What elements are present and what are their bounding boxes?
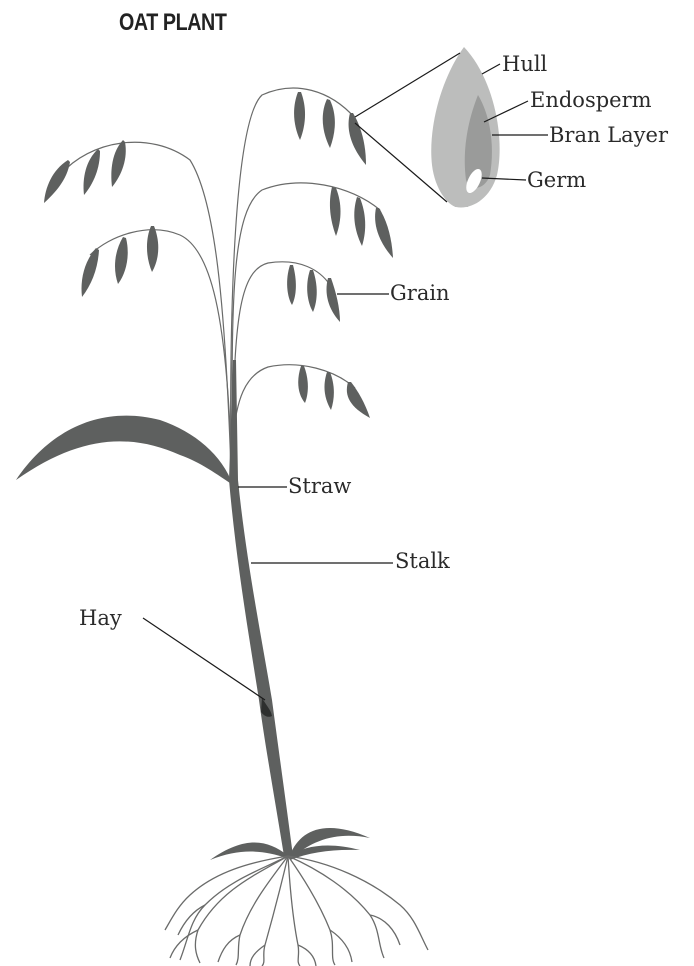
label-endosperm: Endosperm <box>530 90 652 111</box>
label-bran-layer: Bran Layer <box>549 125 668 146</box>
leaf <box>16 416 233 485</box>
grain-cross-section <box>431 47 499 208</box>
label-straw: Straw <box>288 476 351 497</box>
spikelets <box>44 92 393 418</box>
grain-base <box>452 200 470 207</box>
label-hull: Hull <box>502 54 547 75</box>
stalk <box>229 360 293 856</box>
label-stalk: Stalk <box>395 551 450 572</box>
label-hay: Hay <box>79 608 122 629</box>
label-germ: Germ <box>527 170 586 191</box>
diagram-title: OAT PLANT <box>119 9 226 37</box>
roots <box>165 856 428 966</box>
label-grain: Grain <box>390 283 450 304</box>
